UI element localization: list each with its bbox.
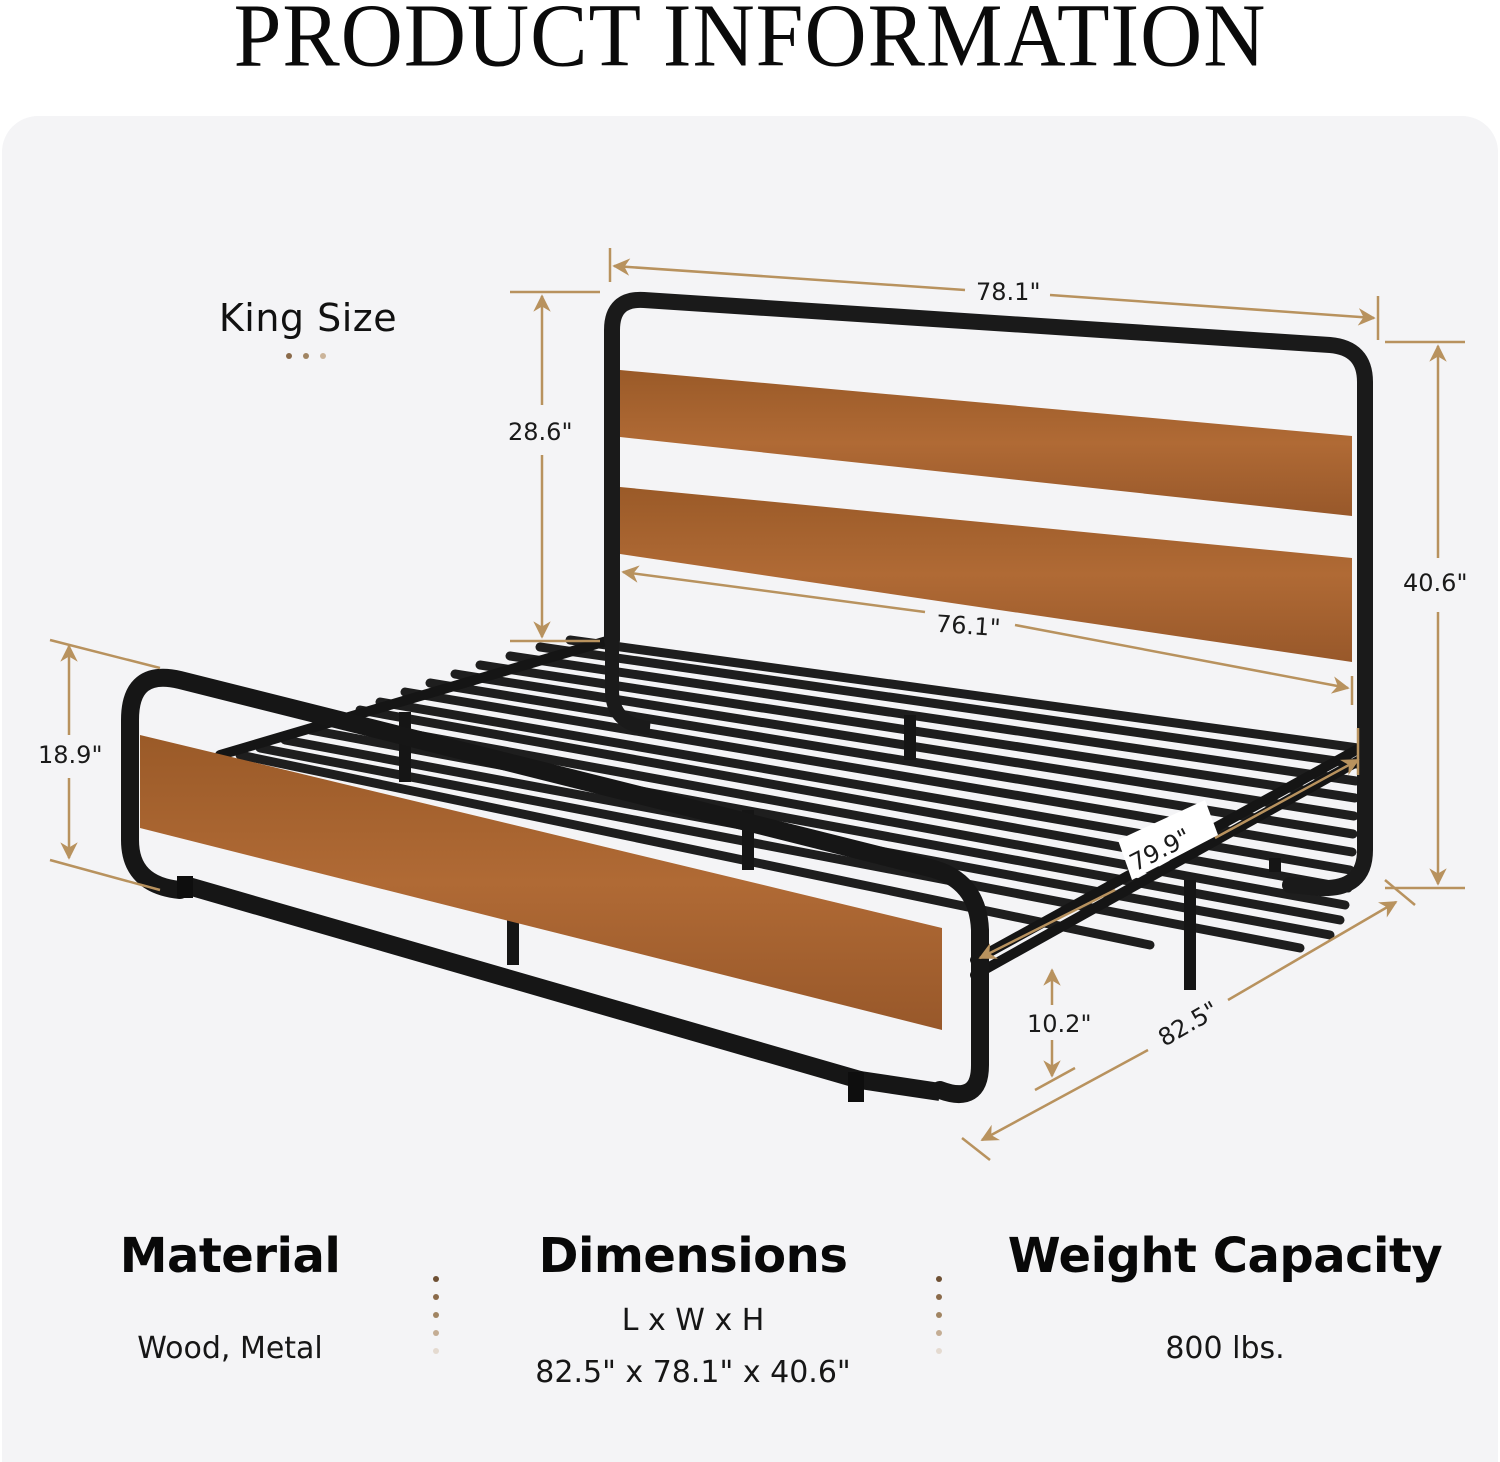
page-title: PRODUCT INFORMATION xyxy=(233,0,1267,86)
size-dots-decoration xyxy=(286,353,326,359)
spec-dimensions: Dimensions L x W x H 82.5" x 78.1" x 40.… xyxy=(513,1228,873,1396)
dot xyxy=(433,1348,439,1354)
spec-material: Material Wood, Metal xyxy=(100,1228,360,1372)
spec-value: 82.5" x 78.1" x 40.6" xyxy=(535,1355,851,1390)
dim-clearance: 10.2" xyxy=(1027,1010,1092,1038)
spec-title: Dimensions xyxy=(538,1228,848,1284)
footboard-frame xyxy=(121,668,989,1103)
bed-frame-illustration xyxy=(49,248,1465,1161)
dim-footboard-height: 18.9" xyxy=(38,741,103,769)
spec-value: Wood, Metal xyxy=(137,1331,323,1366)
divider-dots-2 xyxy=(936,1276,942,1354)
spec-weight-capacity: Weight Capacity 800 lbs. xyxy=(990,1228,1460,1372)
dim-headboard-width: 78.1" xyxy=(976,278,1041,306)
dim-total-height: 40.6" xyxy=(1403,569,1468,597)
spec-title: Material xyxy=(119,1228,341,1284)
size-label: King Size xyxy=(218,296,398,340)
spec-value: 800 lbs. xyxy=(1165,1331,1285,1366)
footboard-plank xyxy=(140,735,942,1030)
dot xyxy=(433,1330,439,1336)
dimension-lines xyxy=(49,248,1465,1161)
dot xyxy=(433,1294,439,1300)
dim-headboard-height: 28.6" xyxy=(508,418,573,446)
dot xyxy=(936,1348,942,1354)
headboard-frame xyxy=(604,291,1373,897)
dot xyxy=(433,1276,439,1282)
dot xyxy=(303,353,309,359)
spec-value-label: L x W x H xyxy=(621,1303,765,1338)
dot xyxy=(433,1312,439,1318)
divider-dots-1 xyxy=(433,1276,439,1354)
dot xyxy=(286,353,292,359)
dot xyxy=(320,353,326,359)
headboard-plank-top xyxy=(620,370,1352,516)
dot xyxy=(936,1294,942,1300)
headboard-plank-bottom xyxy=(620,487,1352,662)
dot xyxy=(936,1312,942,1318)
dot xyxy=(936,1276,942,1282)
dim-inner-width: 76.1" xyxy=(935,609,1002,643)
dot xyxy=(936,1330,942,1336)
spec-title: Weight Capacity xyxy=(1007,1228,1443,1284)
